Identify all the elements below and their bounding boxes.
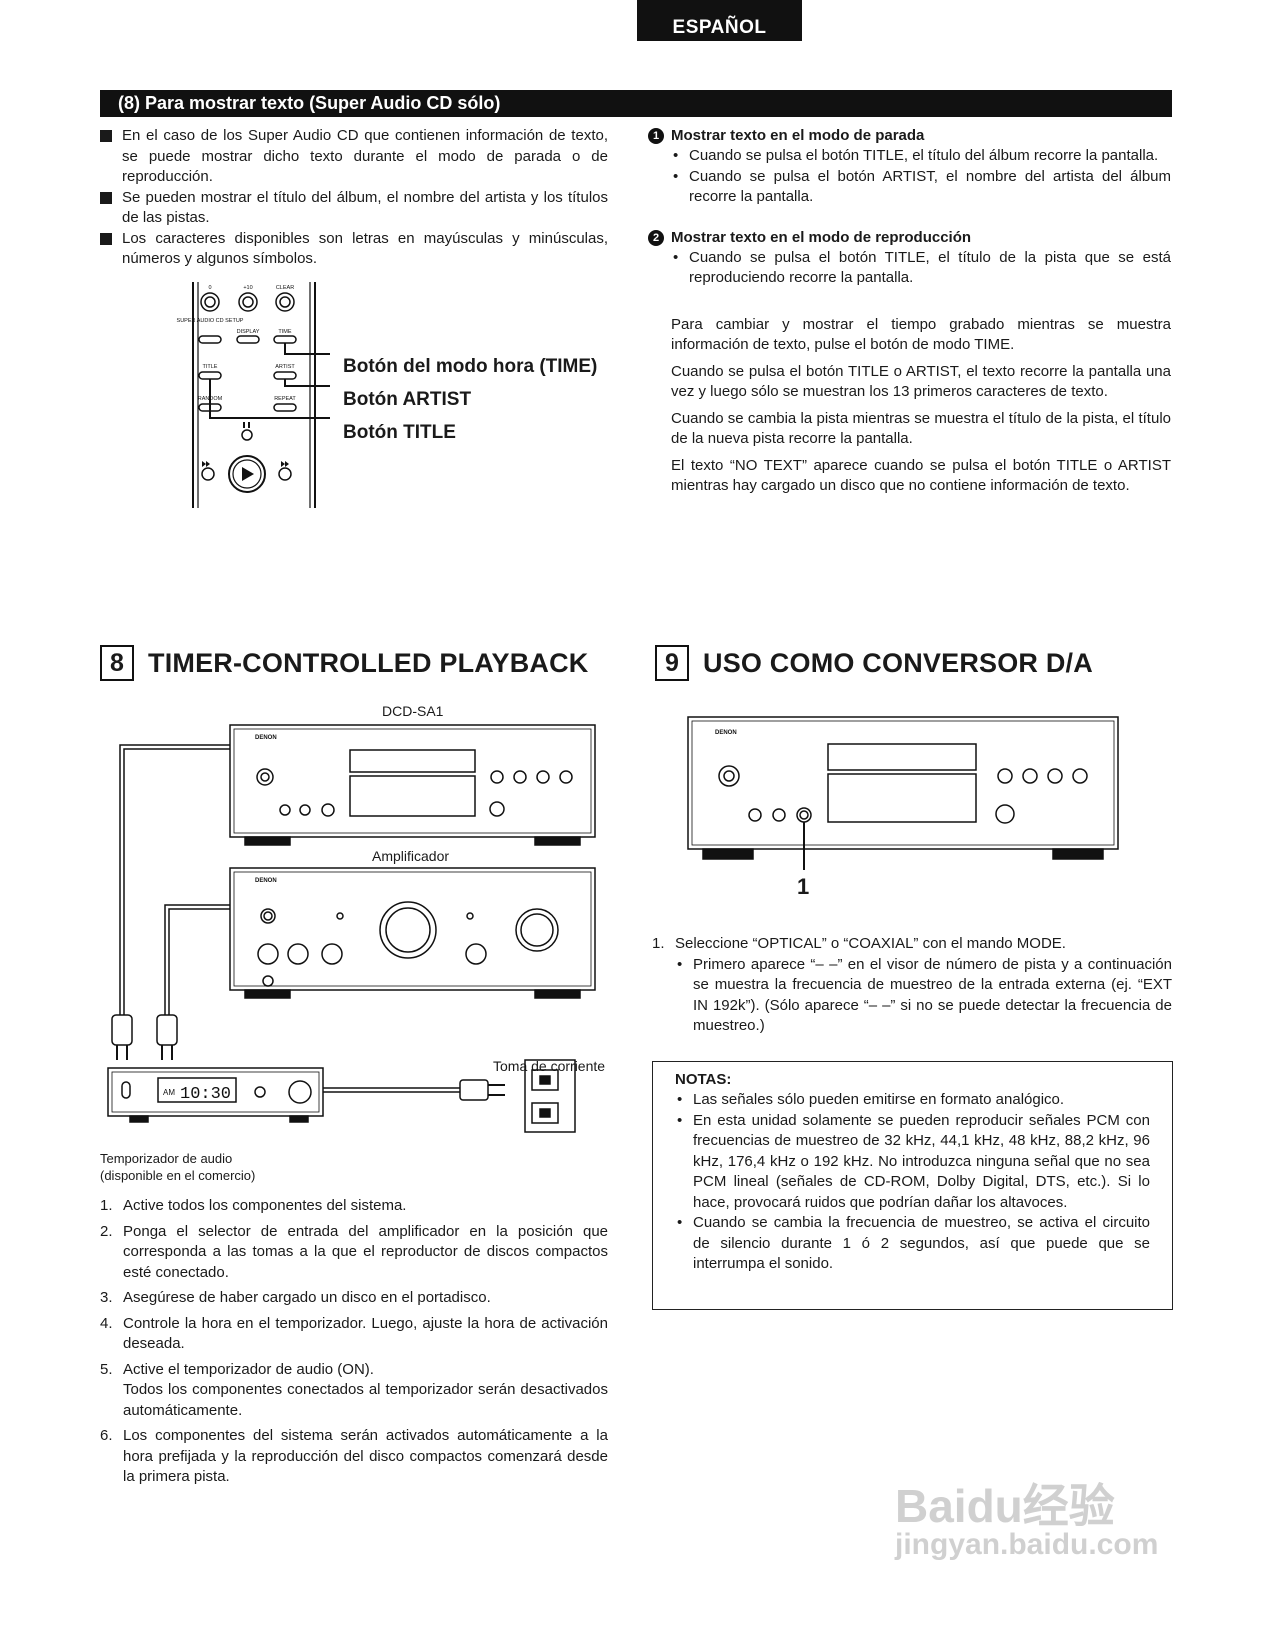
outlet-label: Toma de corriente [493,1058,606,1074]
callout-artist-button: Botón ARTIST [343,389,472,410]
info-paragraph: Cuando se pulsa el botón TITLE o ARTIST,… [671,362,1171,401]
timer-step: 2.Ponga el selector de entrada del ampli… [100,1222,608,1281]
da-brand: DENON [715,730,737,736]
timer-caption: Temporizador de audio (disponible en el … [100,1151,256,1183]
amplifier-label: Amplificador [372,848,450,864]
notes-item: Las señales sólo pueden emitirse en form… [675,1090,1150,1111]
da-steps: 1.Seleccione “OPTICAL” o “COAXIAL” con e… [652,934,1172,1037]
notes-heading: NOTAS: [675,1071,732,1088]
section-title-bar: (8) Para mostrar texto (Super Audio CD s… [100,90,1172,117]
callout-title-button: Botón TITLE [343,422,456,443]
timer-am-label: AM [163,1088,175,1097]
intro-bullets: En el caso de los Super Audio CD que con… [100,126,608,270]
remote-label-0: 0 [208,285,211,291]
da-step: 1.Seleccione “OPTICAL” o “COAXIAL” con e… [652,935,1066,952]
player-brand: DENON [255,735,277,741]
remote-label-artist: ARTIST [275,364,295,370]
info-paragraph: Cuando se cambia la pista mientras se mu… [671,409,1171,448]
remote-label-repeat: REPEAT [274,396,296,402]
watermark-url: jingyan.baidu.com [895,1528,1159,1561]
info-paragraph: Para cambiar y mostrar el tiempo grabado… [671,315,1171,354]
intro-bullet: En el caso de los Super Audio CD que con… [100,126,608,188]
remote-label-setup: SUPER AUDIO CD SETUP [177,318,244,324]
timer-step: 6.Los componentes del sistema serán acti… [100,1427,608,1485]
timer-connection-diagram: DENON DENON AM 10:30 [107,724,596,1133]
stop-mode-item: Cuando se pulsa el botón TITLE, el títul… [671,146,1171,167]
section-number-box: 9 [655,645,689,681]
timer-steps: 1.Active todos los componentes del siste… [100,1196,608,1493]
info-paragraph: El texto “NO TEXT” aparece cuando se pul… [671,456,1171,495]
timer-step: 5.Active el temporizador de audio (ON).T… [100,1360,608,1419]
play-mode-item: Cuando se pulsa el botón TITLE, el títul… [671,248,1171,289]
watermark-logo: Baidu经验 [895,1480,1115,1532]
remote-label-display: DISPLAY [237,329,260,335]
notes-box: NOTAS: Las señales sólo pueden emitirse … [652,1061,1173,1310]
da-device-illustration: DENON [687,716,1119,870]
language-tab: ESPAÑOL [637,0,802,41]
player-label: DCD-SA1 [382,703,444,719]
callout-time-button: Botón del modo hora (TIME) [343,356,598,377]
stop-mode-item: Cuando se pulsa el botón ARTIST, el nomb… [671,167,1171,208]
timer-display: 10:30 [180,1085,231,1104]
remote-label-time: TIME [278,329,291,335]
remote-label-10: +10 [243,285,252,291]
remote-control-illustration: 0 +10 CLEAR SUPER AUDIO CD SETUP DISPLAY… [177,282,330,508]
remote-label-title: TITLE [203,364,218,370]
amp-brand: DENON [255,878,277,884]
da-step-bullet: Primero aparece “– –” en el visor de núm… [675,955,1172,1037]
notes-item: Cuando se cambia la frecuencia de muestr… [675,1213,1150,1275]
da-callout-1: 1 [797,874,810,899]
notes-item: En esta unidad solamente se pueden repro… [675,1111,1150,1214]
intro-bullet: Se pueden mostrar el título del álbum, e… [100,188,608,229]
timer-step: 1.Active todos los componentes del siste… [100,1197,407,1214]
section-number-box: 8 [100,645,134,681]
remote-label-random: RANDOM [198,396,223,402]
remote-label-clear: CLEAR [276,285,294,291]
timer-step: 4.Controle la hora en el temporizador. L… [100,1314,608,1353]
intro-bullet: Los caracteres disponibles son letras en… [100,229,608,270]
timer-step: 3.Asegúrese de haber cargado un disco en… [100,1289,491,1306]
